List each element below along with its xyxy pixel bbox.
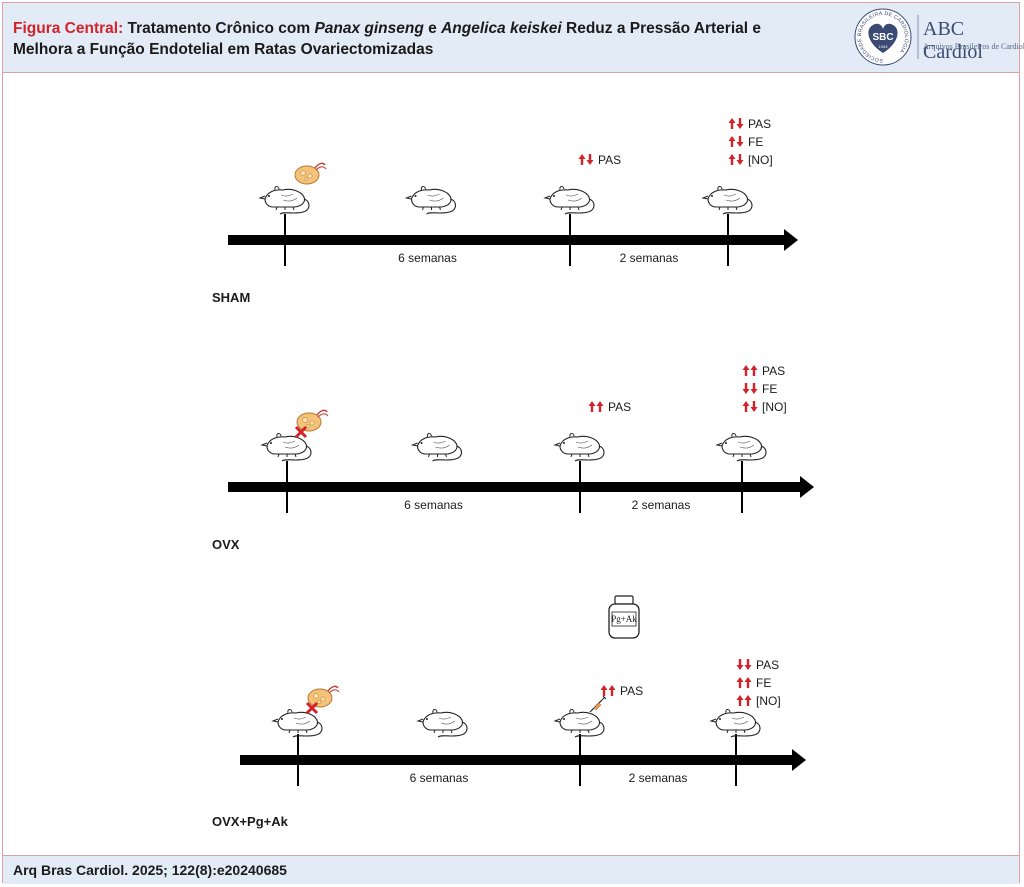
end-indicator-3-label: [NO] [756,694,781,708]
mid-indicator: PAS [600,684,643,698]
rat-icon [710,708,761,738]
logo-name: ABC Cardiol [923,18,983,63]
title-species-1: Panax ginseng [314,20,424,37]
logo-mark: SBC [872,32,893,43]
end-indicator-1: PAS [728,117,771,131]
rat-icon [702,185,753,215]
ovary-icon [294,162,327,185]
syringe-icon [589,695,607,713]
footer-bar: Arq Bras Cardiol. 2025; 122(8):e20240685 [3,855,1019,884]
segment-label-2: 2 semanas [620,251,679,265]
mid-indicator-label: PAS [608,400,631,414]
mid-indicator-label: PAS [598,153,621,167]
vial-label: Pg+Ak [611,614,637,624]
end-indicator-3: [NO] [736,694,781,708]
end-indicator-2: FE [742,382,777,396]
segment-label-1: 6 semanas [410,771,469,785]
rat-icon [272,708,323,738]
heart-icon [868,23,898,53]
end-indicator-3: [NO] [742,400,787,414]
end-indicator-3: [NO] [728,153,773,167]
segment-label-1: 6 semanas [398,251,457,265]
ovary-icon [296,409,329,432]
mid-indicator-label: PAS [620,684,643,698]
figure-title: Figura Central: Tratamento Crônico com P… [13,18,813,60]
group-label: OVX+Pg+Ak [212,814,289,829]
panel-2: 6 semanas 2 semanas PAS PAS FE [NO] OVX [212,364,814,552]
mid-indicator: PAS [578,153,621,167]
timeline-arrowhead [792,749,806,771]
end-indicator-1: PAS [742,364,785,378]
panel-1: 6 semanas 2 semanas PAS PAS FE [NO] SHAM [212,117,798,305]
logo-year: 1943 [879,44,889,49]
mid-indicator: PAS [588,400,631,414]
group-label: OVX [212,537,240,552]
rat-icon [417,708,468,738]
rat-icon [554,708,605,738]
timeline-bar [240,755,794,765]
header-bar: Figura Central: Tratamento Crônico com P… [3,3,1019,73]
title-lead: Figura Central: [13,20,124,37]
segment-label-1: 6 semanas [404,498,463,512]
end-indicator-1-label: PAS [748,117,771,131]
rat-icon [259,185,310,215]
ovary-icon [307,685,340,708]
end-indicator-2-label: FE [756,676,771,690]
sbc-logo: SOCIEDADE BRASILEIRA DE CARDIOLOGIA SBC … [854,8,919,66]
segment-label-2: 2 semanas [632,498,691,512]
timeline-bar [228,482,802,492]
rat-icon [405,185,457,215]
citation: Arq Bras Cardiol. 2025; 122(8):e20240685 [13,862,287,878]
ovariectomy-cross-icon [294,425,308,439]
title-part-2: e [423,20,442,37]
timeline-bar [228,235,786,245]
end-indicator-1-label: PAS [762,364,785,378]
end-indicator-3-label: [NO] [762,400,787,414]
end-indicator-2: FE [736,676,771,690]
group-label: SHAM [212,290,250,305]
logo-subtitle: Arquivos Brasileiros de Cardiologia [923,42,1024,51]
title-part-3: Reduz a Pressão Arterial e Melhora a Fun… [13,20,761,58]
ovariectomy-cross-icon [305,701,319,715]
end-indicator-3-label: [NO] [748,153,773,167]
timeline-arrowhead [784,229,798,251]
rat-icon [261,432,312,462]
rat-icon [716,432,767,462]
segment-label-2: 2 semanas [629,771,688,785]
title-species-2: Angelica keiskei [441,20,562,37]
timeline-arrowhead [800,476,814,498]
title-part-1: Tratamento Crônico com [123,20,315,37]
end-indicator-1: PAS [736,658,779,672]
end-indicator-2-label: FE [762,382,777,396]
rat-icon [544,185,595,215]
end-indicator-2-label: FE [748,135,763,149]
rat-icon [411,432,463,462]
end-indicator-2: FE [728,135,763,149]
rat-icon [554,432,605,462]
end-indicator-1-label: PAS [756,658,779,672]
